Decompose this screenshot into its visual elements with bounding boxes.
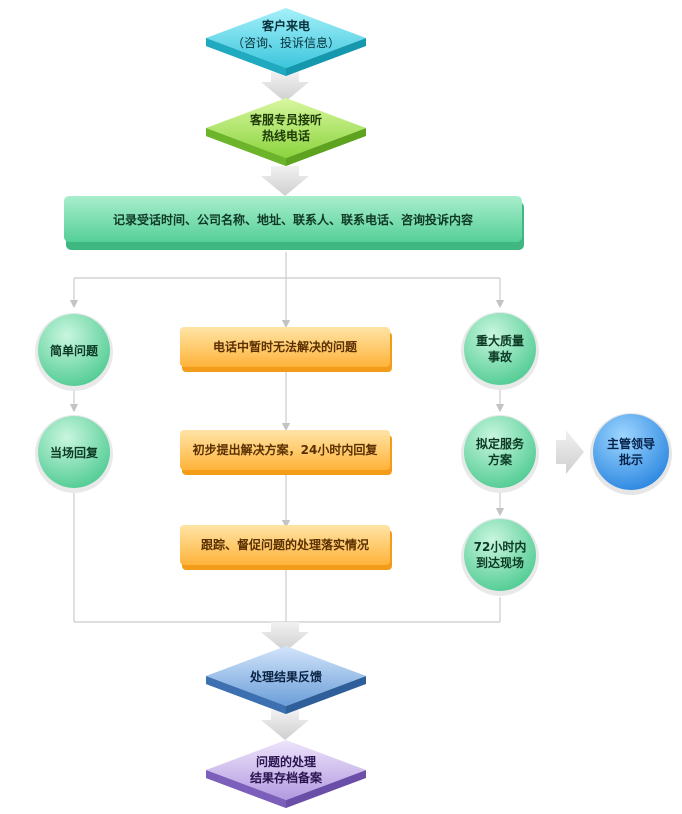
archive-sublabel: 结果存档备案 [250,770,323,785]
node-feedback: 处理结果反馈 [206,646,366,714]
node-unsolved-issue: 电话中暂时无法解决的问题 [180,327,392,372]
customer-call-label: 客户来电 [261,18,310,33]
node-follow-up: 跟踪、督促问题的处理落实情况 [180,525,392,570]
node-major-accident: 重大质量 事故 [461,312,539,390]
feedback-label: 处理结果反馈 [249,669,322,684]
onsite-reply-label: 当场回复 [50,445,99,460]
supervisor-sublabel: 批示 [619,452,643,467]
customer-call-sublabel: （咨询、投诉信息） [232,35,340,50]
node-simple-issue: 简单问题 [35,313,113,391]
node-initial-plan: 初步提出解决方案，24小时内回复 [180,430,392,475]
simple-issue-label: 简单问题 [50,343,99,358]
node-supervisor: 主管领导 批示 [590,413,672,495]
node-customer-call: 客户来电 （咨询、投诉信息） [206,8,366,76]
follow-up-label: 跟踪、督促问题的处理落实情况 [201,537,369,552]
node-archive: 问题的处理 结果存档备案 [206,740,366,808]
major-accident-sublabel: 事故 [488,349,513,364]
archive-label: 问题的处理 [256,754,316,769]
supervisor-label: 主管领导 [607,436,655,451]
node-record-info: 记录受话时间、公司名称、地址、联系人、联系电话、咨询投诉内容 [64,196,524,250]
down-arrow-icon [261,622,309,652]
right-arrow-icon [556,430,584,474]
hotline-label: 客服专员接听 [249,112,322,127]
down-arrow-icon [261,72,309,102]
draft-plan-sublabel: 方案 [488,452,513,467]
record-info-label: 记录受话时间、公司名称、地址、联系人、联系电话、咨询投诉内容 [113,212,473,227]
node-draft-plan: 拟定服务 方案 [461,415,539,493]
node-hotline: 客服专员接听 热线电话 [206,98,366,166]
arrive-72h-sublabel: 到达现场 [476,555,524,570]
draft-plan-label: 拟定服务 [476,436,525,451]
major-accident-label: 重大质量 [476,333,524,348]
hotline-sublabel: 热线电话 [262,128,310,143]
node-arrive-72h: 72小时内 到达现场 [461,518,539,596]
down-arrow-icon [261,710,309,740]
down-arrow-icon [261,166,309,196]
initial-plan-label: 初步提出解决方案，24小时内回复 [193,442,379,457]
unsolved-issue-label: 电话中暂时无法解决的问题 [213,339,358,354]
node-onsite-reply: 当场回复 [35,415,113,493]
arrive-72h-label: 72小时内 [474,539,527,554]
